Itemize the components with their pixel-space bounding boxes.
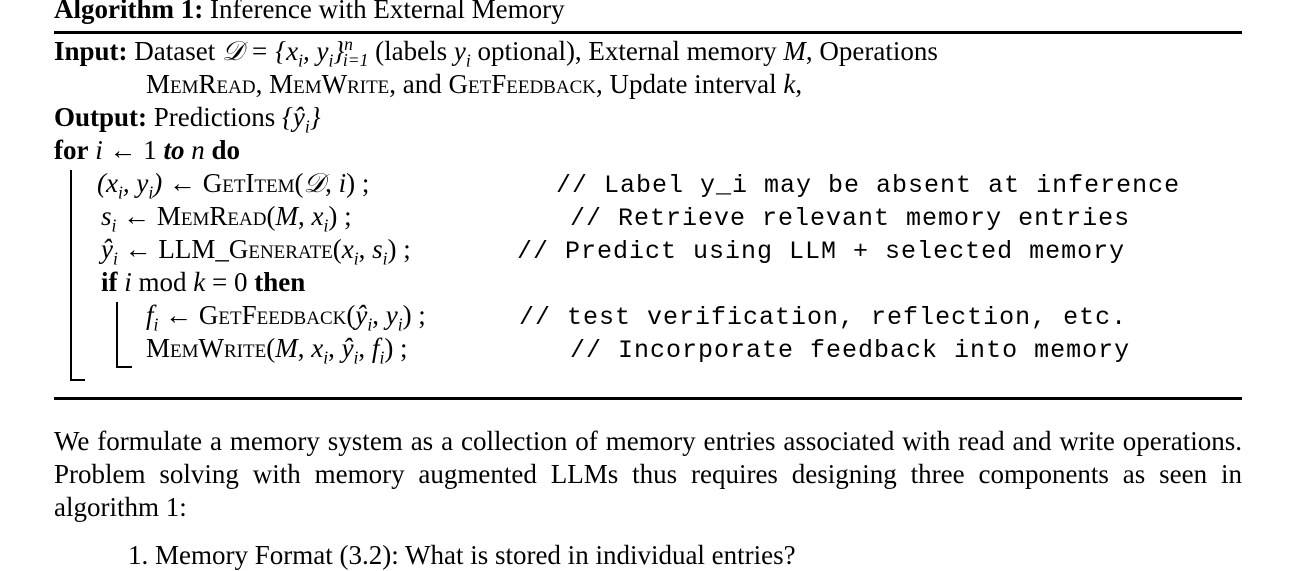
bottom-rule [54,397,1242,400]
math-yhat-set: {ŷi} [282,102,321,137]
if-keyword: if [101,267,118,297]
for-line: for i ← 1 to n do [54,135,241,165]
math-k: k [783,69,796,99]
input-optional-text: optional), External memory [477,36,777,66]
input-operations-text: , Operations [805,36,938,66]
fn-memread: MemRead [156,201,267,231]
mod-keyword: mod [138,267,187,297]
input-labels-text: (labels [375,36,448,66]
do-keyword: do [211,135,241,165]
comment-line-1: // Label y_i may be absent at inference [556,171,1181,200]
algorithm-title: Inference with External Memory [209,0,565,24]
list-item-1: 1. Memory Format (3.2): What is stored i… [128,540,796,570]
math-yi: yi [453,36,471,71]
algo-line-memwrite: MemWrite(M, xi, ŷi, fi) ; [146,333,408,368]
update-interval-text: , Update interval [595,69,777,99]
comment-line-2: // Retrieve relevant memory entries [570,204,1131,233]
algorithm-label: Algorithm 1: [54,0,204,24]
then-keyword: then [254,267,306,297]
for-keyword: for [54,135,89,165]
fn-getfeedback: GetFeedback [198,300,347,330]
math-M: M [783,36,806,66]
math-dataset: 𝒟 = {xi, yi}ni=1 [222,34,369,71]
math-n: n [191,135,205,165]
fn-getitem: GetItem [202,168,295,198]
op-memread: MemRead [146,69,256,99]
for-block-bracket-end [70,379,85,381]
input-line-2: MemRead, MemWrite, and GetFeedback, Upda… [146,69,803,99]
to-keyword: to [163,135,185,165]
algo-line-generate: ŷi ← LLM_Generate(xi, si) ; [101,234,411,269]
body-paragraph: We formulate a memory system as a collec… [54,426,1242,522]
input-label: Input: [54,36,128,66]
algo-line-memread: si ← MemRead(M, xi) ; [101,201,352,236]
algorithm-title-line: Algorithm 1: Inference with External Mem… [54,0,565,25]
algo-line-getitem: (xi, yi) ← GetItem(𝒟, i) ; [97,168,370,203]
comment-line-5: // Incorporate feedback into memory [570,336,1131,365]
input-line: Input: Dataset 𝒟 = {xi, yi}ni=1 (labels … [54,34,938,71]
op-memwrite: MemWrite [269,69,390,99]
op-getfeedback: GetFeedback [448,69,596,99]
comment-line-4: // test verification, reflection, etc. [519,303,1128,332]
fn-llm-generate: LLM_Generate [158,234,333,264]
algo-line-getfeedback: fi ← GetFeedback(ŷi, yi) ; [146,300,426,335]
output-text: Predictions [153,102,276,132]
math-i-from-1: i [95,135,103,165]
top-rule [54,31,1242,34]
comment-line-3: // Predict using LLM + selected memory [517,237,1126,266]
if-block-bracket [116,302,118,367]
for-block-bracket [70,170,72,380]
output-line: Output: Predictions {ŷi} [54,102,321,137]
fn-memwrite: MemWrite [146,333,267,363]
if-block-bracket-end [116,366,132,368]
op-and: , and [389,69,442,99]
if-line: if i mod k = 0 then [101,267,306,297]
output-label: Output: [54,102,148,132]
input-dataset-text: Dataset [134,36,216,66]
